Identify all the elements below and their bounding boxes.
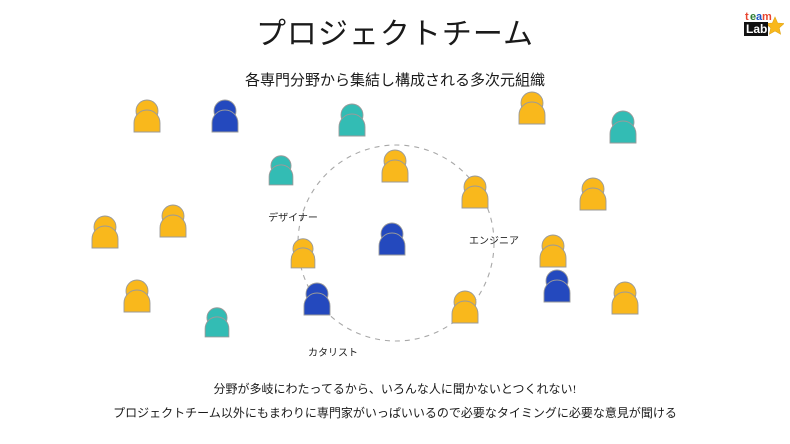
- dashed-circle: [297, 144, 495, 342]
- person-icon: [543, 269, 571, 303]
- teamlab-logo: t e a m Lab: [742, 6, 785, 42]
- person-icon: [123, 279, 151, 313]
- core-team-dashed-circle: [297, 144, 495, 342]
- note-line-2: プロジェクトチーム以外にもまわりに専門家がいっぱいいるので必要なタイミングに必要…: [113, 406, 677, 420]
- person-icon: [611, 281, 639, 315]
- svg-text:t: t: [745, 11, 749, 23]
- people-group: [91, 91, 639, 338]
- role-label: カタリスト: [308, 348, 358, 359]
- person-icon: [290, 238, 316, 269]
- slide-subtitle: 各専門分野から集結し構成される多次元組織: [244, 73, 545, 89]
- person-icon: [303, 282, 331, 316]
- svg-text:a: a: [756, 11, 763, 23]
- person-icon: [381, 149, 409, 183]
- person-icon: [91, 215, 119, 249]
- note-line-1: 分野が多岐にわたってるから、いろんな人に聞かないとつくれない!: [213, 382, 577, 396]
- svg-text:Lab: Lab: [746, 22, 767, 36]
- person-icon: [338, 103, 366, 137]
- person-icon: [609, 110, 637, 144]
- role-label: エンジニア: [469, 236, 519, 247]
- role-label: デザイナー: [268, 213, 318, 224]
- person-icon: [518, 91, 546, 125]
- person-icon: [461, 175, 489, 209]
- slide-title: プロジェクトチーム: [255, 18, 535, 51]
- star-icon: [765, 16, 785, 35]
- person-icon: [159, 204, 187, 238]
- person-icon: [204, 307, 230, 338]
- person-icon: [268, 155, 294, 186]
- person-icon: [211, 99, 239, 133]
- person-icon: [579, 177, 607, 211]
- person-icon: [378, 222, 406, 256]
- svg-text:m: m: [762, 11, 772, 23]
- person-icon: [451, 290, 479, 324]
- person-icon: [539, 234, 567, 268]
- svg-text:e: e: [750, 11, 756, 23]
- teamlab-logo-icon: t e a m Lab: [742, 6, 785, 42]
- person-icon: [133, 99, 161, 133]
